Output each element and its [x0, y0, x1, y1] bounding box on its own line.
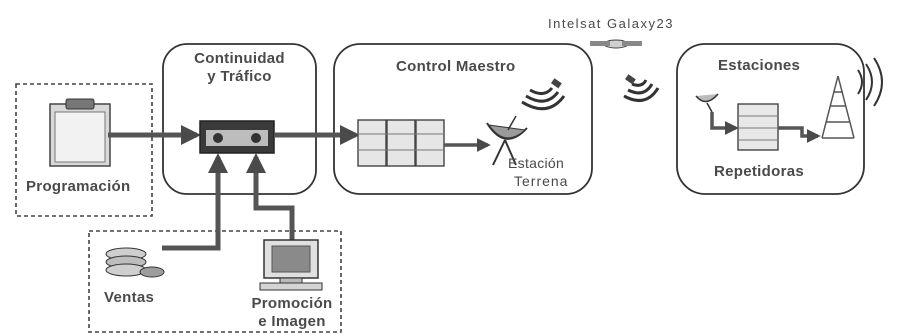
control-racks-icon	[358, 120, 444, 166]
film-reels-icon	[106, 248, 164, 277]
promocion-label-line2: e Imagen	[232, 313, 352, 331]
downlink-waves-icon	[624, 80, 658, 101]
estacion-terrena-label-line2: Terrena	[514, 172, 568, 190]
tower-broadcast-waves-icon	[858, 58, 882, 106]
promocion-label-line1: Promoción	[232, 295, 352, 313]
arrow-ventas-to-continuidad	[162, 157, 218, 248]
arrow-promocion-to-continuidad	[256, 157, 292, 240]
ventas-label: Ventas	[104, 289, 154, 307]
repeater-equipment-icon	[738, 104, 778, 150]
estacion-terrena-label-line1: Estación	[508, 154, 564, 172]
clipboard-icon	[50, 99, 110, 166]
transmission-tower-icon	[822, 76, 854, 138]
arrow-repeater-to-tower	[778, 128, 818, 136]
downlink-small-satellite-icon	[625, 74, 636, 84]
repetidoras-label: Repetidoras	[714, 163, 804, 181]
arrow-dish-to-repeater	[712, 112, 736, 128]
continuidad-label-line1: Continuidad	[163, 50, 316, 68]
programacion-label: Programación	[26, 178, 130, 196]
satellite-icon	[590, 40, 642, 48]
vcr-tape-icon	[200, 121, 274, 153]
monitor-icon	[260, 240, 322, 290]
uplink-small-satellite-icon	[551, 78, 562, 88]
control-maestro-label: Control Maestro	[396, 58, 516, 76]
estaciones-label: Estaciones	[718, 57, 800, 75]
receiver-dish-icon	[696, 94, 718, 112]
satellite-label: Intelsat Galaxy23	[548, 15, 674, 33]
control-signal-waves-icon	[522, 88, 564, 109]
continuidad-label-line2: y Tráfico	[163, 68, 316, 86]
